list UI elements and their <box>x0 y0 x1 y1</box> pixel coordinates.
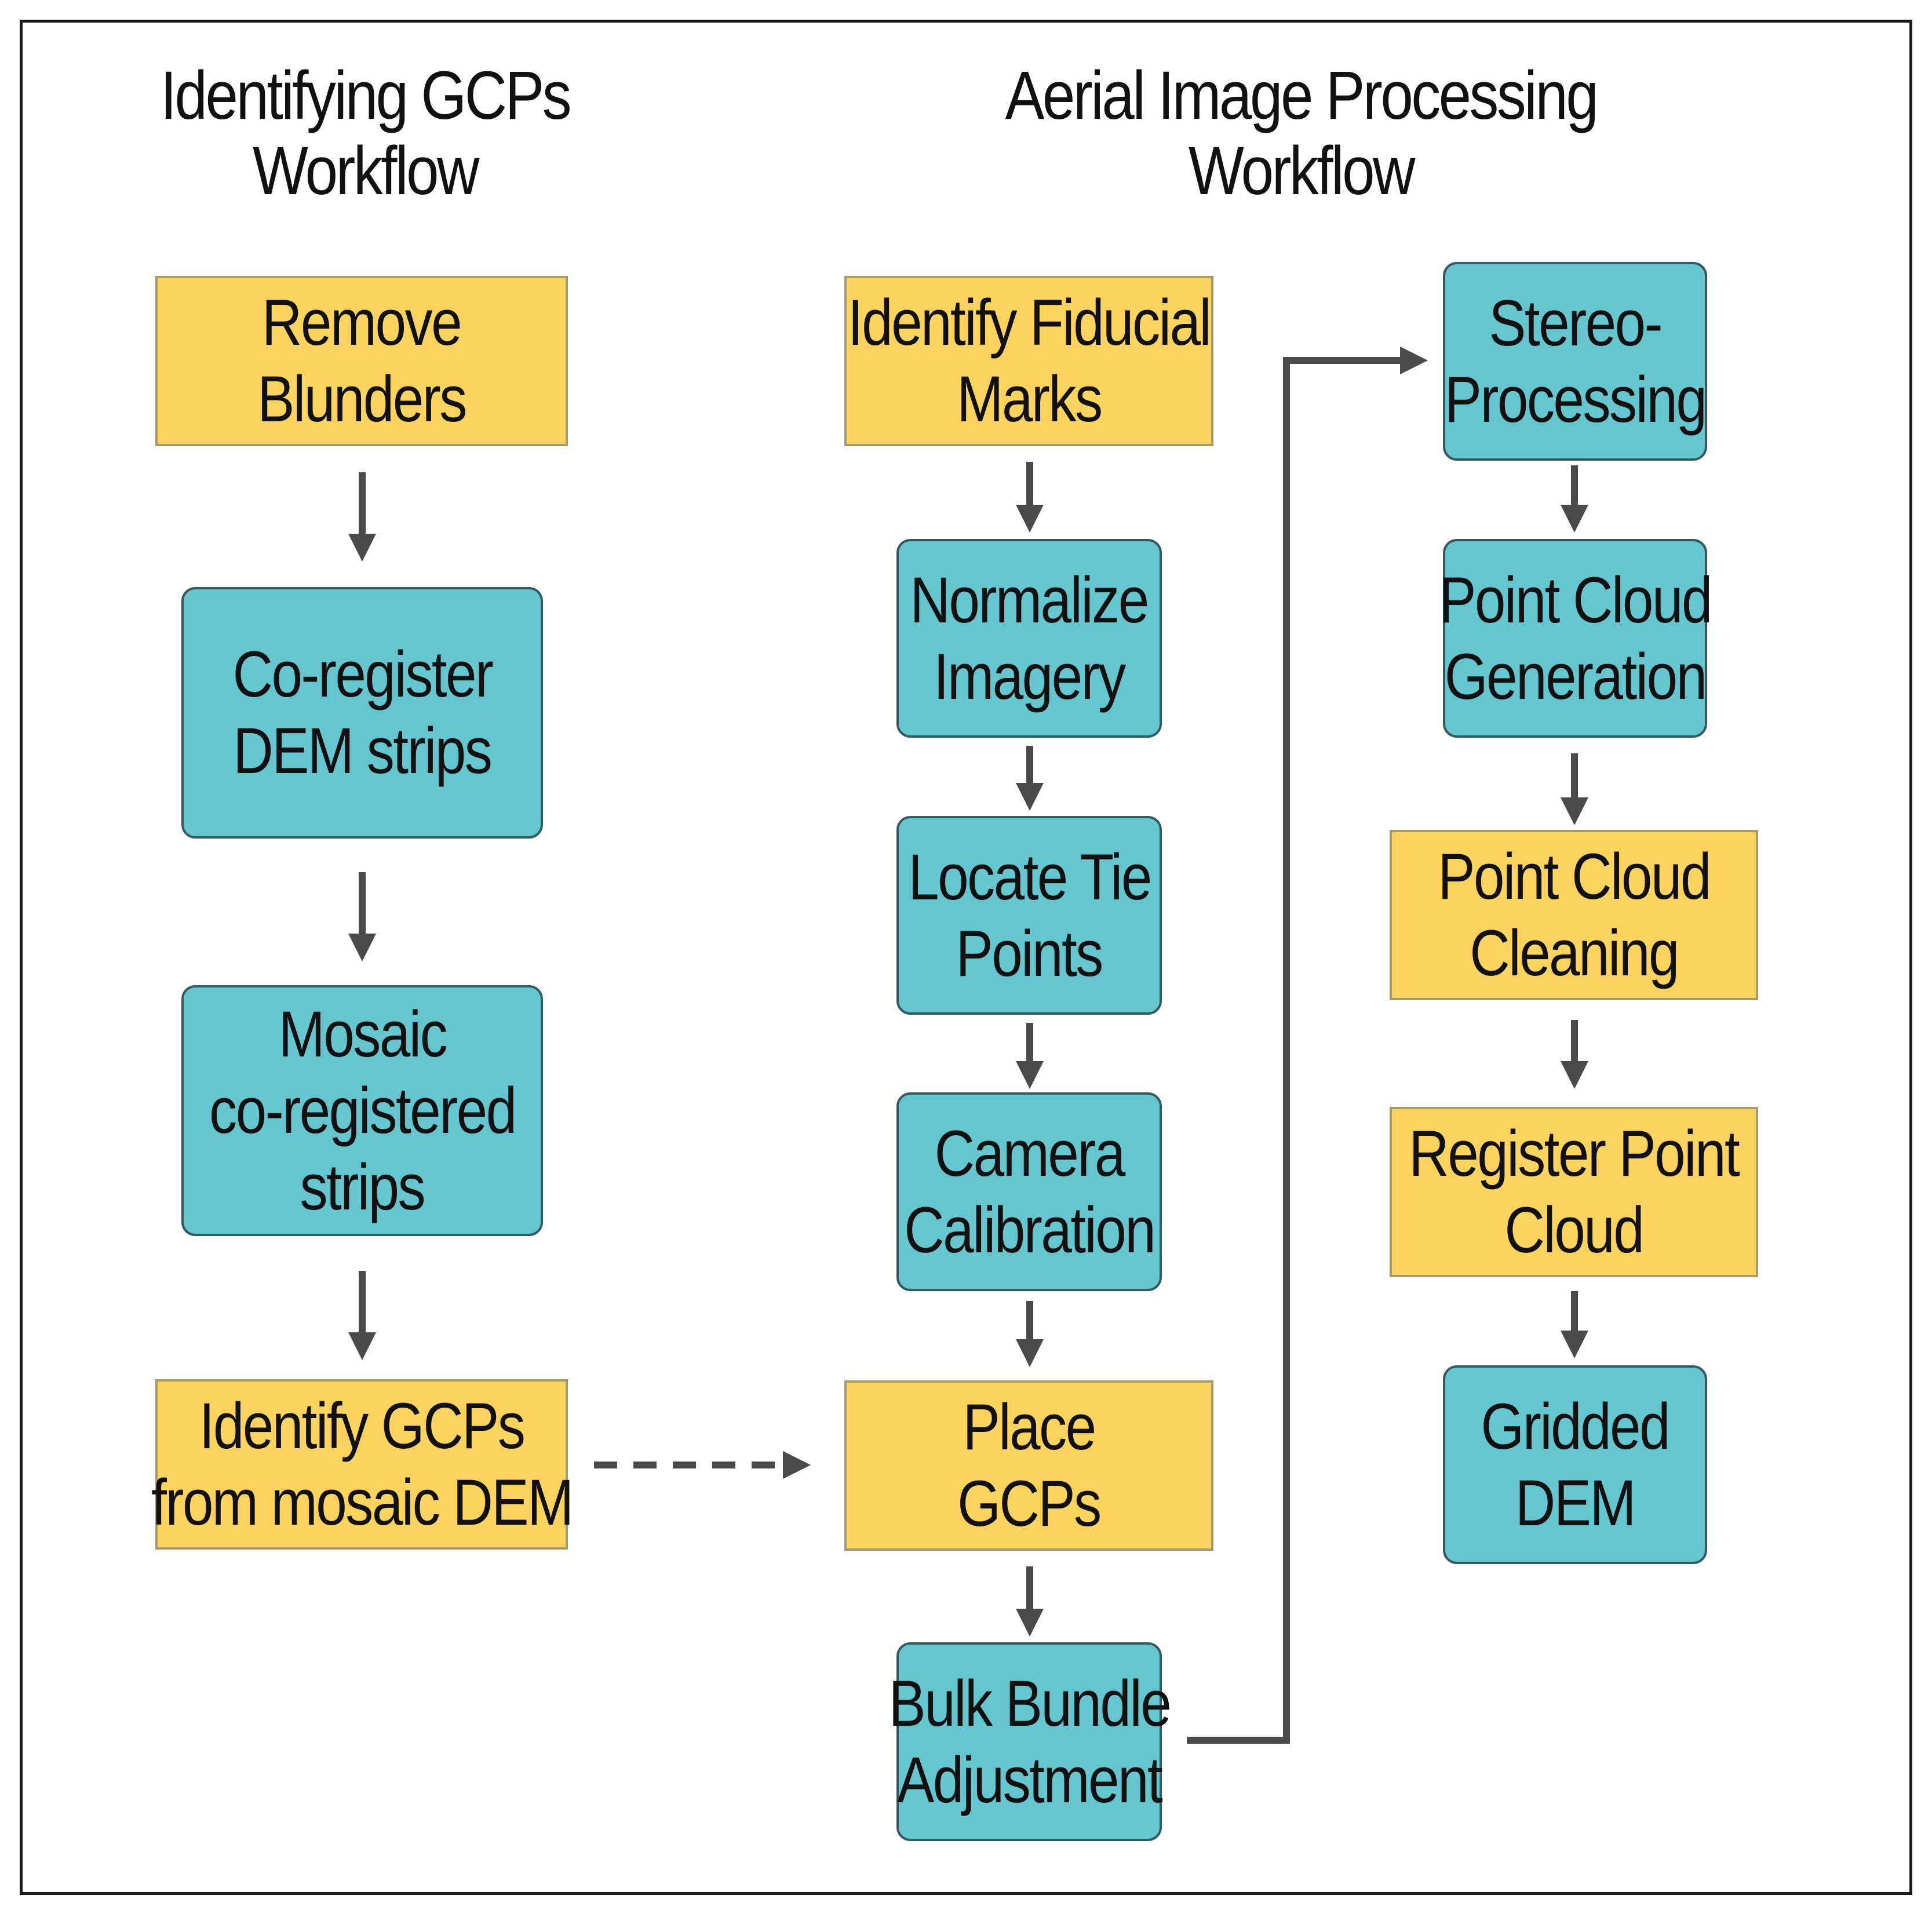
step-label: Points <box>956 917 1104 990</box>
step-label: Identify GCPs <box>199 1390 526 1462</box>
step-label: co-registered <box>209 1074 517 1147</box>
step-label: Camera <box>934 1117 1125 1190</box>
right-workflow-title: Aerial Image Processing Workflow <box>969 58 1632 209</box>
mosaic-strips-step: Mosaic co-registered strips <box>181 985 543 1236</box>
step-label: strips <box>300 1150 426 1223</box>
step-label: Place <box>963 1391 1096 1463</box>
normalize-imagery-step: Normalize Imagery <box>896 539 1162 738</box>
step-label: Imagery <box>934 640 1126 713</box>
step-label: Co-register <box>232 638 494 710</box>
step-label: Register Point <box>1409 1117 1740 1190</box>
bulk-bundle-adjustment-step: Bulk Bundle Adjustment <box>888 1642 1171 1841</box>
locate-tie-points-step: Locate Tie Points <box>896 816 1162 1015</box>
step-label: DEM <box>1515 1466 1636 1539</box>
point-cloud-generation-step: Point Cloud Generation <box>1439 539 1712 738</box>
step-label: Identify Fiducial <box>847 286 1212 359</box>
step-label: from mosaic DEM <box>151 1466 574 1539</box>
step-label: Generation <box>1444 640 1707 713</box>
step-label: Cleaning <box>1470 917 1679 989</box>
left-title-line-1: Identifying GCPs <box>160 57 572 134</box>
right-title-line-1: Aerial Image Processing <box>1005 57 1599 134</box>
step-label: GCPs <box>957 1467 1102 1540</box>
step-label: Blunders <box>257 363 467 435</box>
step-label: Calibration <box>903 1193 1156 1266</box>
right-title-line-2: Workflow <box>1189 133 1415 209</box>
remove-blunders-step: Remove Blunders <box>155 276 568 446</box>
identify-gcps-step: Identify GCPs from mosaic DEM <box>151 1379 574 1550</box>
step-label: Adjustment <box>896 1743 1163 1816</box>
camera-calibration-step: Camera Calibration <box>896 1092 1162 1291</box>
left-title-line-2: Workflow <box>253 133 479 209</box>
gridded-dem-step: Gridded DEM <box>1443 1365 1707 1564</box>
step-label: Mosaic <box>278 997 447 1070</box>
step-label: Stereo- <box>1489 286 1663 359</box>
step-label: Locate Tie <box>907 840 1152 913</box>
step-label: Normalize <box>910 563 1150 636</box>
step-label: DEM strips <box>233 715 493 787</box>
step-label: Processing <box>1444 363 1707 436</box>
diagram-frame <box>20 20 1912 1895</box>
step-label: Bulk Bundle <box>888 1667 1171 1740</box>
stereo-processing-step: Stereo- Processing <box>1443 262 1707 461</box>
place-gcps-step: Place GCPs <box>844 1380 1213 1551</box>
left-workflow-title: Identifying GCPs Workflow <box>146 58 585 209</box>
coregister-dem-strips-step: Co-register DEM strips <box>181 587 543 839</box>
identify-fiducial-marks-step: Identify Fiducial Marks <box>844 276 1213 446</box>
step-label: Remove <box>262 286 462 359</box>
register-point-cloud-step: Register Point Cloud <box>1390 1107 1758 1277</box>
step-label: Gridded <box>1481 1390 1671 1463</box>
step-label: Marks <box>956 363 1103 435</box>
step-label: Point Cloud <box>1439 563 1712 636</box>
step-label: Point Cloud <box>1438 840 1711 913</box>
arrow-bulk-to-stereo <box>1187 347 1428 1744</box>
point-cloud-cleaning-step: Point Cloud Cleaning <box>1390 830 1758 1000</box>
step-label: Cloud <box>1504 1194 1645 1266</box>
